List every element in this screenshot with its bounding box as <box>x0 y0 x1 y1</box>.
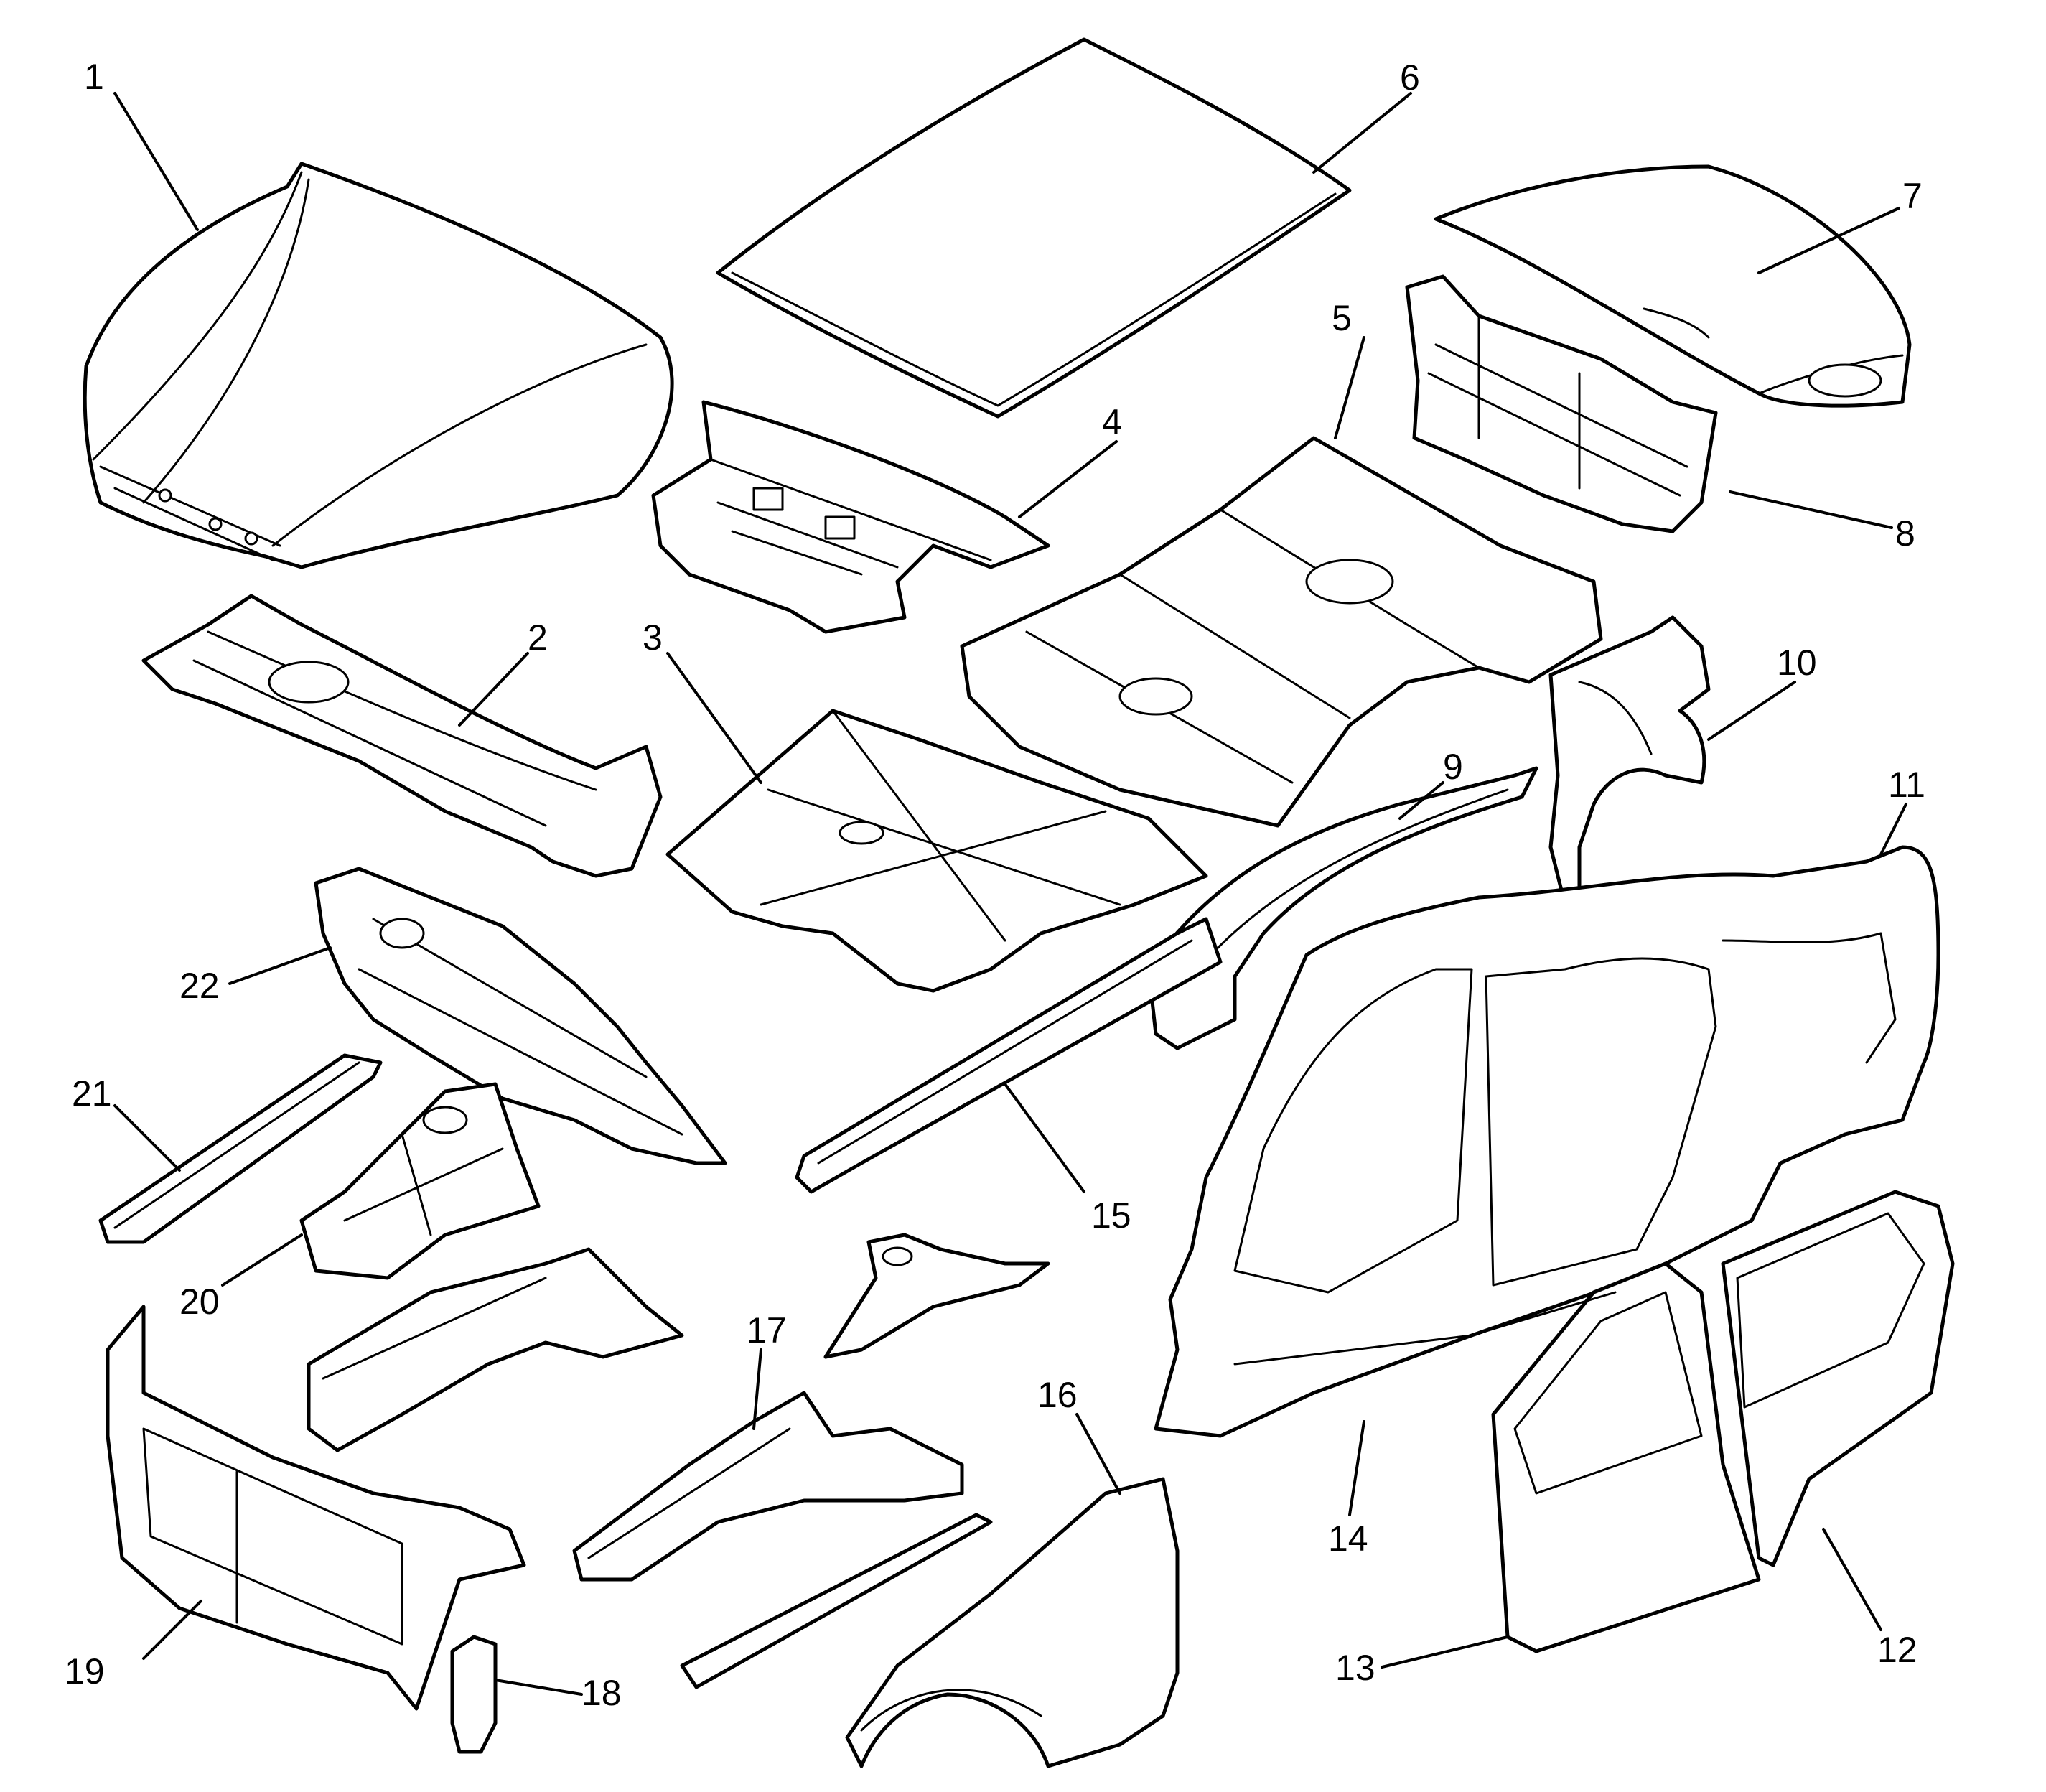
callout-2: 2 <box>528 617 548 658</box>
part-bracket <box>823 1233 1050 1359</box>
callout-4: 4 <box>1102 402 1122 442</box>
part-12-rear-door <box>1721 1190 1955 1567</box>
part-15-rocker-inner <box>795 917 1223 1194</box>
callout-11: 11 <box>1888 765 1925 805</box>
callout-13: 13 <box>1335 1648 1375 1688</box>
callout-10: 10 <box>1777 643 1817 683</box>
part-22-dash-panel <box>314 867 727 1165</box>
part-6-roof <box>716 37 1352 419</box>
callout-9: 9 <box>1443 747 1463 787</box>
callout-1: 1 <box>84 57 104 97</box>
part-14-rocker <box>1233 1291 1617 1366</box>
part-10-wheelhouse <box>1548 615 1711 907</box>
part-2-cowl-panel <box>141 594 663 878</box>
callout-19: 19 <box>65 1651 105 1691</box>
part-18-bracket <box>450 1635 498 1754</box>
callout-16: 16 <box>1037 1375 1078 1415</box>
callout-3: 3 <box>643 617 663 658</box>
leader-lines <box>113 92 1907 1696</box>
callout-20: 20 <box>179 1282 220 1322</box>
callout-15: 15 <box>1091 1195 1131 1236</box>
part-front-rail-upper <box>307 1247 684 1452</box>
part-lower-reinforcement <box>680 1513 993 1689</box>
part-20-strut-tower <box>299 1082 541 1280</box>
callout-18: 18 <box>581 1673 622 1713</box>
callout-22: 22 <box>179 966 220 1006</box>
callout-12: 12 <box>1877 1630 1917 1670</box>
callout-17: 17 <box>747 1310 787 1350</box>
part-7-trunk-lid <box>1434 164 1912 408</box>
callout-5: 5 <box>1332 298 1352 338</box>
callout-7: 7 <box>1902 176 1923 216</box>
part-1-hood <box>83 162 674 569</box>
part-4-rear-shelf <box>651 400 1050 634</box>
callout-14: 14 <box>1328 1518 1368 1559</box>
part-21-rail-reinforcement <box>98 1053 383 1244</box>
callout-labels: 1 2 3 4 5 6 7 8 9 10 11 12 13 14 15 16 1… <box>65 57 1925 1713</box>
callout-21: 21 <box>72 1073 112 1114</box>
callout-8: 8 <box>1895 513 1915 554</box>
part-9-reinforcement <box>1146 766 1538 1050</box>
part-17-front-rail <box>572 1391 964 1582</box>
part-3-front-floor <box>665 709 1208 993</box>
part-19-radiator-support <box>106 1305 526 1711</box>
part-5-rear-floor <box>960 436 1603 828</box>
part-16-front-fender <box>845 1477 1180 1768</box>
part-13-front-door <box>1491 1261 1761 1653</box>
part-8-rear-panel <box>1405 274 1718 533</box>
part-11-body-side-outer <box>1154 845 1940 1438</box>
callout-6: 6 <box>1400 57 1420 98</box>
